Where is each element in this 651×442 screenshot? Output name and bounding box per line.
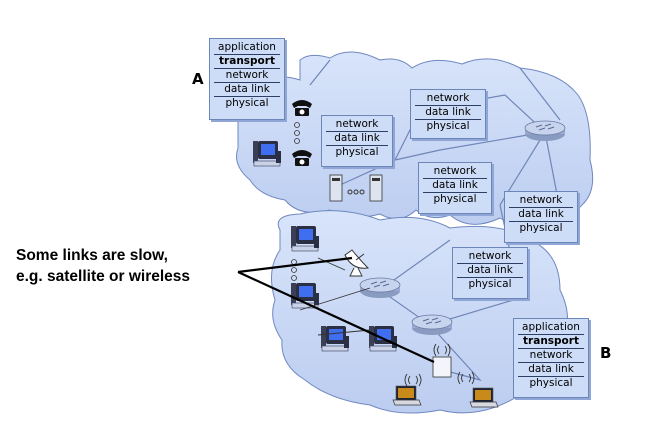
computer-icon: [290, 225, 320, 252]
layer-physical: physical: [326, 145, 388, 159]
dots-icon: [294, 122, 300, 144]
layer-network: network: [519, 194, 563, 206]
wireless-ap-icon: [432, 343, 452, 378]
router-protocol-stack: network data link physical: [321, 115, 393, 167]
layer-transport: transport: [214, 54, 280, 68]
layer-transport: transport: [518, 334, 584, 348]
router-protocol-stack: network data link physical: [504, 191, 578, 243]
layer-physical: physical: [415, 119, 481, 133]
layer-network: network: [426, 92, 470, 104]
layer-network: network: [214, 68, 280, 82]
layer-network: network: [468, 250, 512, 262]
layer-data-link: data link: [509, 207, 573, 221]
layer-application: application: [218, 41, 276, 53]
router-protocol-stack: network data link physical: [410, 89, 486, 139]
router-icon: [359, 277, 401, 299]
annotation-line-2: e.g. satellite or wireless: [16, 268, 191, 285]
computer-icon: [252, 140, 282, 167]
host-a-label: A: [192, 70, 204, 88]
layer-physical: physical: [214, 96, 280, 110]
slow-links-annotation: Some links are slow, e.g. satellite or w…: [16, 245, 190, 287]
router-icon: [411, 314, 453, 336]
layer-network: network: [335, 118, 379, 130]
router-icon: [524, 120, 566, 142]
computer-icon: [290, 282, 320, 309]
layer-data-link: data link: [457, 263, 523, 277]
server-icon: [329, 174, 383, 202]
layer-application: application: [522, 321, 580, 333]
layer-data-link: data link: [423, 178, 487, 192]
layer-physical: physical: [457, 277, 523, 291]
layer-network: network: [433, 165, 477, 177]
host-a-protocol-stack: application transport network data link …: [209, 38, 285, 120]
layer-data-link: data link: [326, 131, 388, 145]
router-protocol-stack: network data link physical: [418, 162, 492, 214]
satellite-dish-icon: [344, 249, 370, 277]
host-b-protocol-stack: application transport network data link …: [513, 318, 589, 398]
layer-data-link: data link: [518, 362, 584, 376]
layer-network: network: [518, 348, 584, 362]
layer-data-link: data link: [214, 82, 280, 96]
layer-physical: physical: [509, 221, 573, 235]
layer-physical: physical: [518, 376, 584, 390]
computer-icon: [320, 325, 350, 352]
layer-physical: physical: [423, 192, 487, 206]
annotation-line-1: Some links are slow,: [16, 247, 168, 264]
router-protocol-stack: network data link physical: [452, 247, 528, 299]
host-b-label: B: [600, 344, 612, 362]
annotation-pointers: [237, 256, 435, 363]
layer-data-link: data link: [415, 105, 481, 119]
